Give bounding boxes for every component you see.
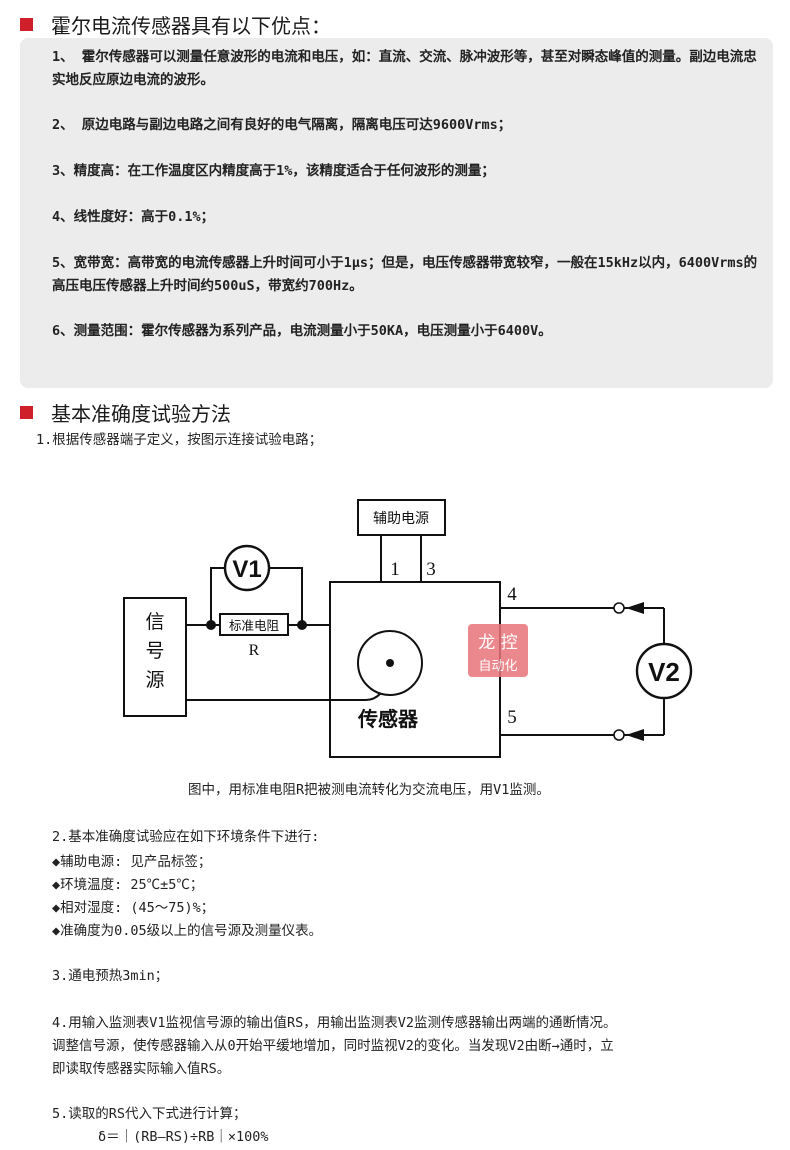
advantage-item: 2、 原边电路与副边电路之间有良好的电气隔离，隔离电压可达9600Vrms； [52,117,512,133]
svg-text:自动化: 自动化 [478,659,517,674]
v1-meter [223,544,271,592]
standard-resistor-box [219,613,289,636]
aux-power-box [357,499,446,536]
formula: δ＝｜(RB—RS)÷RB｜×100% [98,1129,269,1145]
step-3-text: 3.通电预热3min； [52,968,169,984]
signal-source-char: 源 [145,669,164,691]
red-square-bullet-icon [20,406,33,419]
terminal-4 [613,602,625,614]
watermark-logo: 龙 控 自动化 [468,624,528,677]
v2-label: V2 [648,657,680,687]
standard-resistor-label: 标准电阻 [229,618,280,633]
terminal-5 [613,729,625,741]
step-5-text: 5.读取的RS代入下式进行计算； [52,1106,247,1122]
step-4-line: 即读取传感器实际输入值RS。 [52,1061,231,1077]
test-circuit-diagram: V1 V2 辅助电源 标准电阻 R 信 号 源 传感器 1 3 4 5 龙 控 … [123,499,693,758]
advantage-item: 6、测量范围：霍尔传感器为系列产品，电流测量小于50KA，电压测量小于6400V… [52,323,552,339]
advantages-panel [20,38,773,388]
step-2-title: 2.基本准确度试验应在如下环境条件下进行: [52,829,320,845]
v2-meter [635,642,693,700]
section-heading: 霍尔电流传感器具有以下优点： [20,10,331,39]
step-1-text: 1.根据传感器端子定义，按图示连接试验电路； [36,432,323,448]
junction-dot [297,620,307,630]
step-4-line: 调整信号源，使传感器输入从0开始平缓地增加，同时监视V2的变化。当发现V2由断→… [52,1038,614,1054]
condition-item: ◆环境温度: 25℃±5℃； [52,877,204,893]
v1-label: V1 [232,556,261,583]
advantage-item: 5、宽带宽：高带宽的电流传感器上升时间可小于1μs；但是，电压传感器带宽较窄，一… [52,255,758,294]
red-square-bullet-icon [20,18,33,31]
condition-item: ◆相对湿度: (45～75)%； [52,900,215,916]
aux-power-label: 辅助电源 [373,511,429,527]
pin-4-label: 4 [507,584,517,605]
sensor-label: 传感器 [357,707,419,731]
svg-text:龙 控: 龙 控 [478,633,517,653]
probe-arrow-icon [626,602,644,614]
signal-source-box [123,597,187,717]
section-title: 霍尔电流传感器具有以下优点： [51,14,331,38]
probe-arrow-icon [626,729,644,741]
coil-center-dot [386,659,394,667]
junction-dot [206,620,216,630]
pin-3-label: 3 [426,559,436,580]
condition-item: ◆准确度为0.05级以上的信号源及测量仪表。 [52,923,323,939]
r-label: R [249,642,260,659]
advantage-item: 4、线性度好：高于0.1%； [52,209,215,225]
step-4-line: 4.用输入监测表V1监视信号源的输出值RS，用输出监测表V2监测传感器输出两端的… [52,1015,617,1031]
signal-source-char: 号 [145,640,164,662]
advantage-item: 3、精度高：在工作温度区内精度高于1%，该精度适合于任何波形的测量； [52,163,495,179]
advantage-item: 1、 霍尔传感器可以测量任意波形的电流和电压，如：直流、交流、脉冲波形等，甚至对… [52,49,757,88]
signal-source-char: 信 [145,611,164,633]
pin-5-label: 5 [507,707,517,728]
diagram-caption: 图中，用标准电阻R把被测电流转化为交流电压，用V1监测。 [188,782,550,798]
condition-item: ◆辅助电源: 见产品标签； [52,854,212,870]
section-title: 基本准确度试验方法 [51,402,231,426]
pin-1-label: 1 [390,559,400,580]
section-heading: 基本准确度试验方法 [20,398,231,427]
